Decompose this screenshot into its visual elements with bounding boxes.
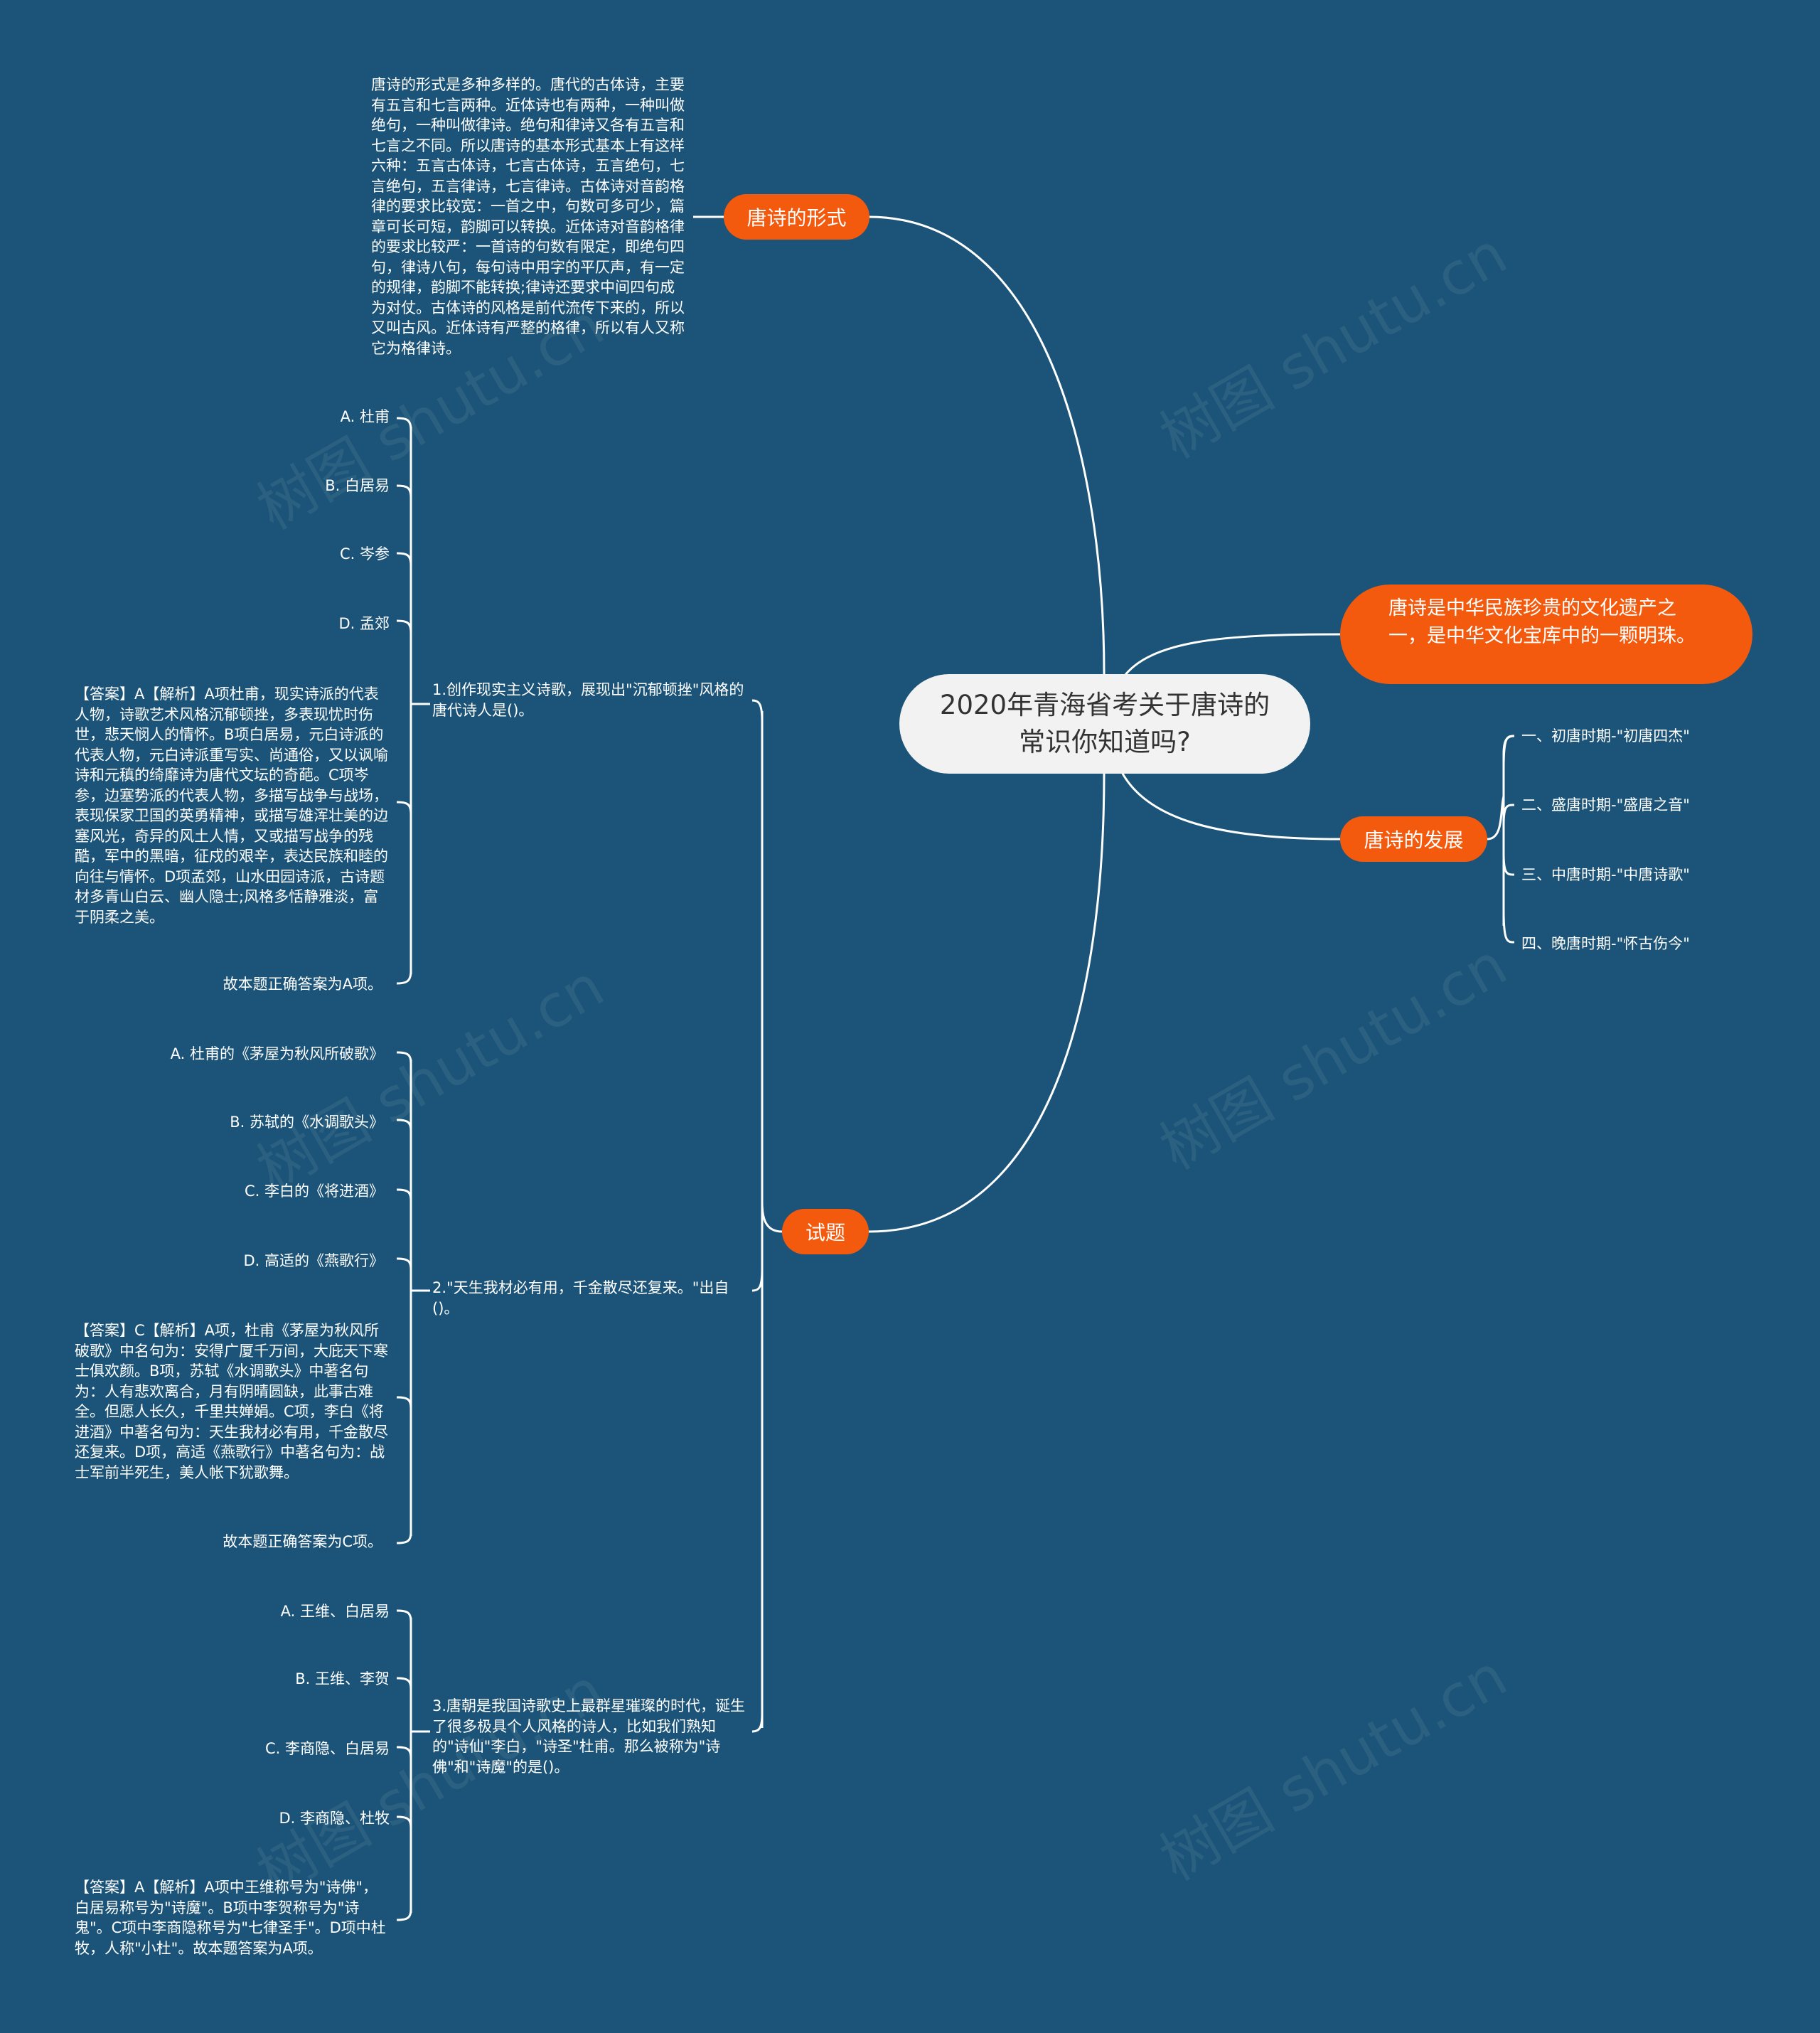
development-item[interactable]: 一、初唐时期-"初唐四杰"	[1521, 727, 1690, 745]
question-2-option[interactable]: B. 苏轼的《水调歌头》	[230, 1114, 384, 1131]
question-2-option[interactable]: A. 杜甫的《茅屋为秋风所破歌》	[170, 1045, 384, 1062]
root-title: 2020年青海省考关于唐诗的常识你知道吗?	[939, 690, 1270, 757]
branch-quiz-label: 试题	[805, 1221, 845, 1244]
question-3-option[interactable]: B. 王维、李贺	[295, 1670, 390, 1687]
question-1-option[interactable]: A. 杜甫	[340, 408, 390, 425]
question-1-answer: 【答案】A【解析】A项杜甫，现实诗派的代表人物，诗歌艺术风格沉郁顿挫，多表现忧时…	[75, 685, 388, 926]
form-description: 唐诗的形式是多种多样的。唐代的古体诗，主要有五言和七言两种。近体诗也有两种，一种…	[371, 76, 685, 357]
question-2-option[interactable]: C. 李白的《将进酒》	[244, 1183, 384, 1200]
development-item[interactable]: 四、晚唐时期-"怀古伤今"	[1521, 935, 1690, 952]
development-item[interactable]: 三、中唐时期-"中唐诗歌"	[1521, 866, 1690, 883]
question-3-option[interactable]: C. 李商隐、白居易	[264, 1740, 390, 1757]
question-3-option[interactable]: A. 王维、白居易	[280, 1603, 390, 1620]
development-item[interactable]: 二、盛唐时期-"盛唐之音"	[1521, 796, 1690, 813]
branch-quiz[interactable]: 试题	[782, 1209, 869, 1254]
branch-development[interactable]: 唐诗的发展	[1340, 816, 1487, 862]
question-2-conclusion: 故本题正确答案为C项。	[223, 1533, 382, 1550]
branch-form-label: 唐诗的形式	[746, 206, 847, 230]
question-3-option[interactable]: D. 李商隐、杜牧	[279, 1810, 390, 1827]
branch-development-label: 唐诗的发展	[1364, 828, 1464, 852]
question-2-answer: 【答案】C【解析】A项，杜甫《茅屋为秋风所破歌》中名句为：安得广厦千万间，大庇天…	[75, 1322, 388, 1481]
question-1-option[interactable]: B. 白居易	[325, 477, 390, 494]
question-2-option[interactable]: D. 高适的《燕歌行》	[243, 1252, 384, 1269]
question-2[interactable]: 2."天生我材必有用，千金散尽还复来。"出自()。	[432, 1279, 729, 1317]
question-1-conclusion: 故本题正确答案为A项。	[223, 976, 382, 993]
branch-form[interactable]: 唐诗的形式	[724, 194, 869, 240]
question-1[interactable]: 1.创作现实主义诗歌，展现出"沉郁顿挫"风格的唐代诗人是()。	[432, 681, 744, 719]
question-3[interactable]: 3.唐朝是我国诗歌史上最群星璀璨的时代，诞生了很多极具个人风格的诗人，比如我们熟…	[432, 1697, 746, 1776]
question-1-option[interactable]: D. 孟郊	[338, 615, 390, 632]
branch-heritage[interactable]: 唐诗是中华民族珍贵的文化遗产之一，是中华文化宝库中的一颗明珠。	[1340, 585, 1752, 684]
question-3-answer: 【答案】A【解析】A项中王维称号为"诗佛"，白居易称号为"诗魔"。B项中李贺称号…	[75, 1879, 386, 1957]
branch-heritage-label: 唐诗是中华民族珍贵的文化遗产之一，是中华文化宝库中的一颗明珠。	[1388, 597, 1696, 647]
root-topic[interactable]: 2020年青海省考关于唐诗的常识你知道吗?	[899, 674, 1310, 774]
question-1-option[interactable]: C. 岑参	[339, 545, 390, 562]
